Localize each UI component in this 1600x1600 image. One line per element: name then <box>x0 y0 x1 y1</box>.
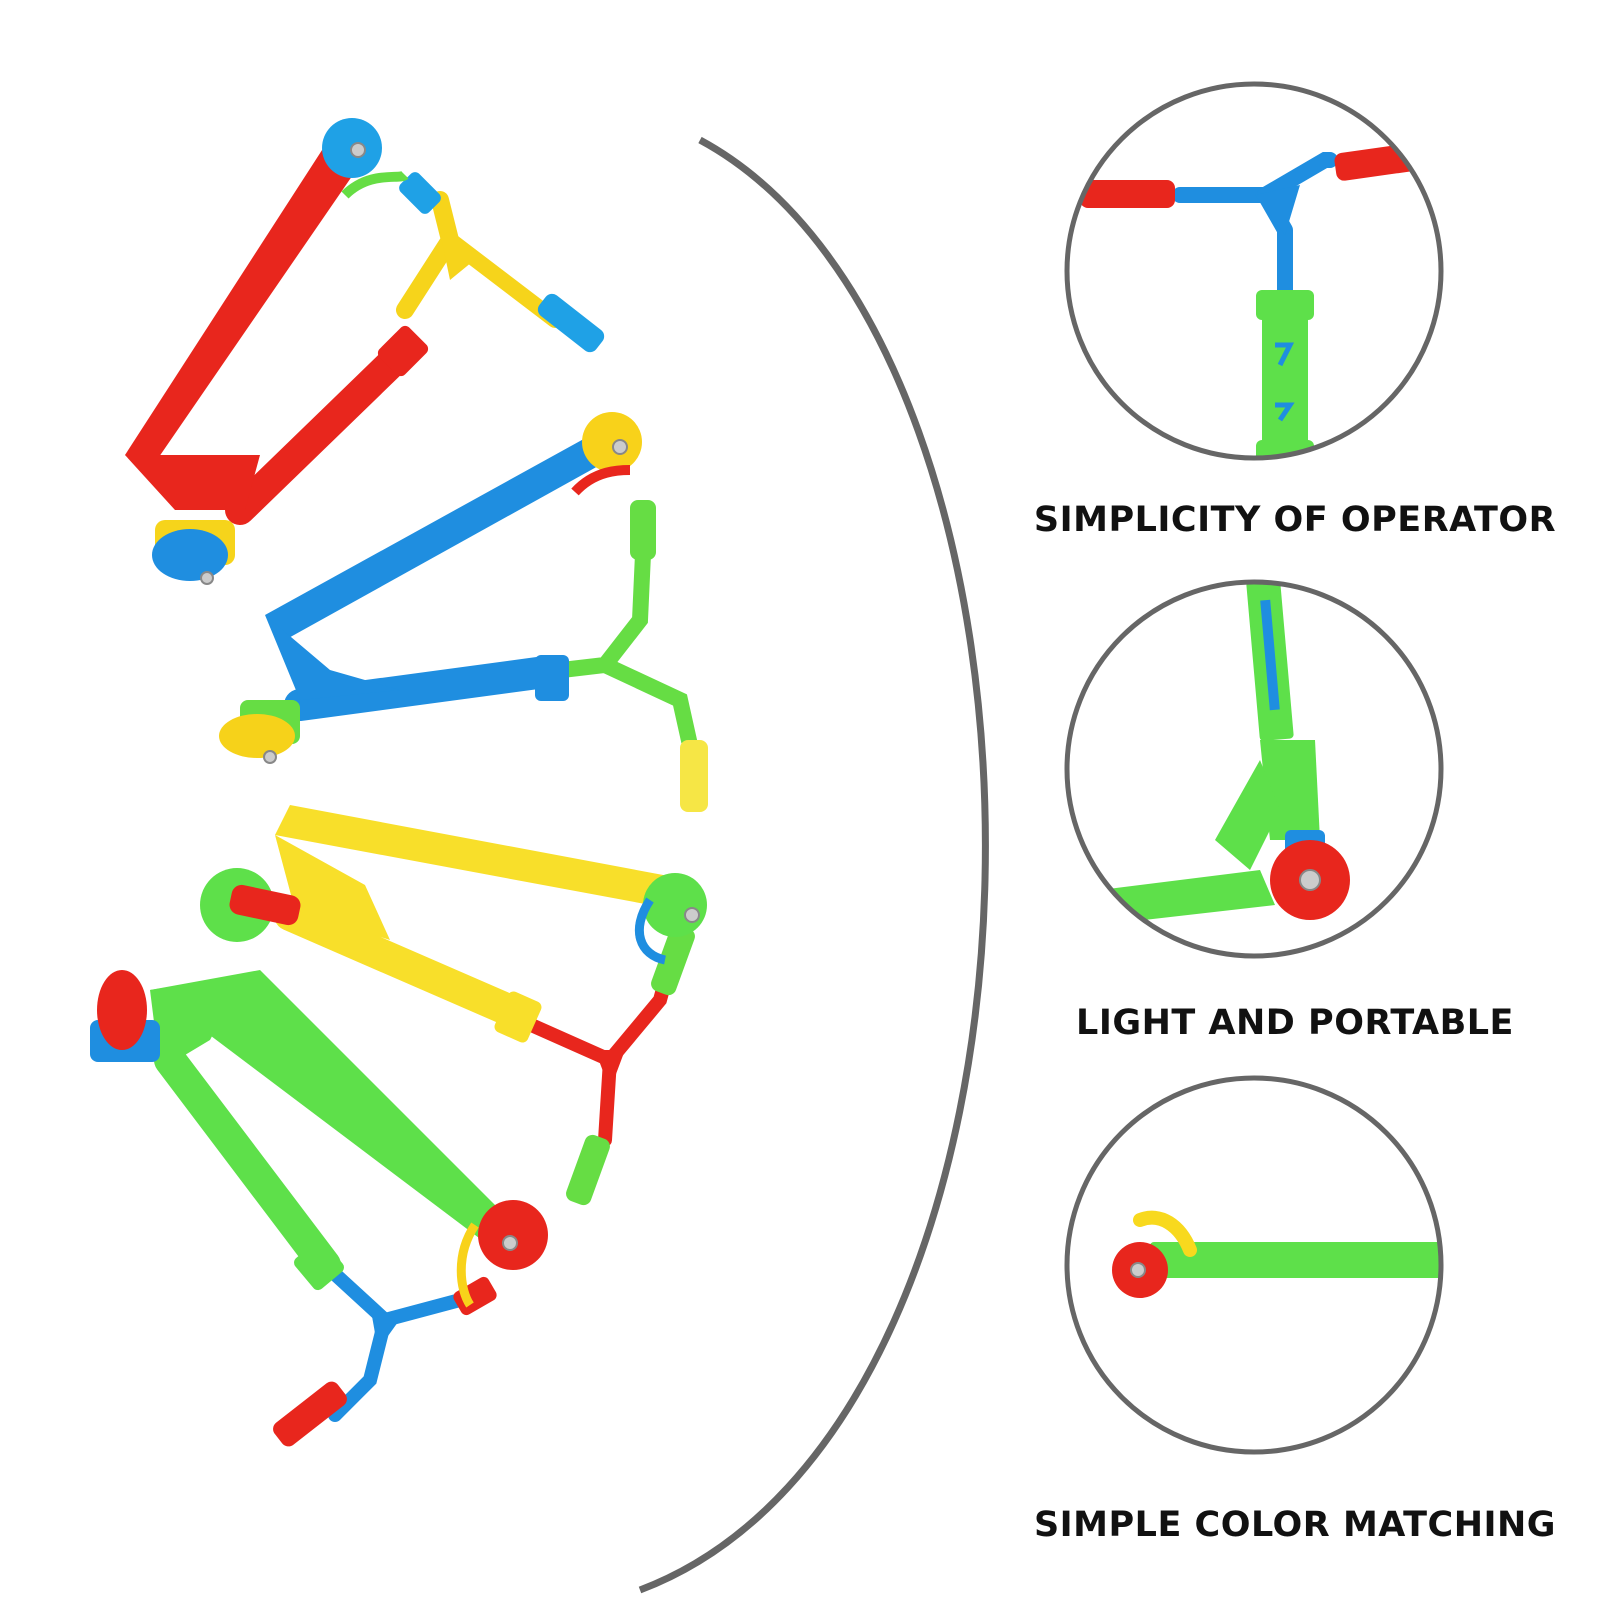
finger-scooter-red <box>125 118 605 585</box>
finger-scooter-blue <box>219 412 708 812</box>
feature-image-fork-wheel <box>1064 579 1444 959</box>
feature-label-color-matching: SIMPLE COLOR MATCHING <box>1033 1505 1557 1545</box>
finger-scooter-green <box>90 970 548 1447</box>
feature-label-simplicity: SIMPLICITY OF OPERATOR <box>1033 500 1557 540</box>
decorative-arc <box>638 136 989 1594</box>
finger-scooter-yellow <box>200 805 707 1206</box>
feature-image-handlebar <box>1064 81 1444 461</box>
feature-image-deck-wheel <box>1064 1075 1444 1455</box>
feature-label-portable: LIGHT AND PORTABLE <box>1076 1003 1514 1043</box>
